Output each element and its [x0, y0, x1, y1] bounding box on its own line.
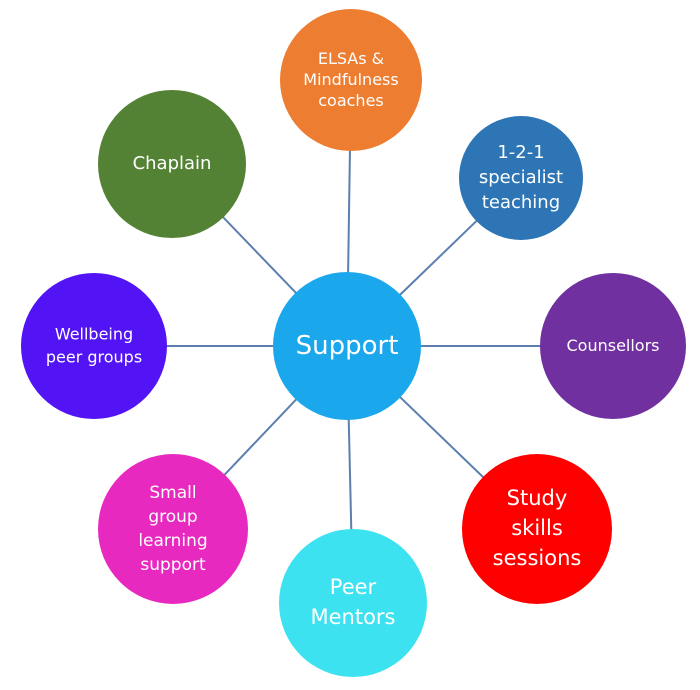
connector-specialist-teaching	[398, 218, 479, 297]
node-label-small-group-line: Small	[149, 483, 196, 503]
node-label-counsellors-line: Counsellors	[566, 336, 659, 355]
connector-study-skills	[398, 395, 486, 480]
node-counsellors: Counsellors	[540, 273, 686, 419]
node-label-elsas: ELSAs & Mindfulness coaches	[303, 49, 398, 110]
node-circle-elsas	[280, 9, 422, 151]
node-label-elsas-line: ELSAs &	[318, 49, 384, 68]
node-label-study-skills-line: skills	[511, 516, 563, 540]
node-label-elsas-line: Mindfulness	[303, 70, 398, 89]
center-circle	[273, 272, 421, 420]
node-label-wellbeing-line: Wellbeing	[55, 324, 133, 343]
node-circle-counsellors	[540, 273, 686, 419]
node-label-counsellors: Counsellors	[566, 336, 659, 355]
node-label-chaplain: Chaplain	[133, 153, 212, 174]
node-label-wellbeing-line: peer groups	[46, 347, 142, 366]
node-circle-chaplain	[98, 90, 246, 238]
node-label-peer-mentors-line: Mentors	[310, 605, 395, 629]
node-elsas: ELSAs & Mindfulness coaches	[280, 9, 422, 151]
node-label-small-group-line: group	[148, 507, 197, 527]
center-node: Support	[273, 272, 421, 420]
connectors	[165, 148, 542, 532]
node-label-specialist-teaching-line: 1-2-1	[497, 142, 544, 163]
connector-elsas	[347, 148, 351, 275]
node-label-study-skills: Study skills sessions	[493, 486, 582, 570]
node-label-study-skills-line: sessions	[493, 546, 582, 570]
node-label-elsas-line: coaches	[318, 91, 384, 110]
center-label-line: Support	[296, 331, 399, 361]
node-label-small-group-line: learning	[138, 531, 207, 551]
node-label-peer-mentors-line: Peer	[330, 575, 377, 599]
connector-small-group	[222, 397, 299, 477]
node-label-wellbeing: Wellbeing peer groups	[46, 324, 142, 366]
center-label: Support	[296, 331, 399, 361]
node-label-small-group-line: support	[140, 555, 206, 575]
node-circle-study-skills	[462, 454, 612, 604]
node-wellbeing: Wellbeing peer groups	[21, 273, 167, 419]
node-chaplain: Chaplain	[98, 90, 246, 238]
node-label-specialist-teaching-line: teaching	[482, 192, 560, 213]
node-small-group: Small group learning support	[98, 454, 248, 604]
node-specialist-teaching: 1-2-1 specialist teaching	[459, 116, 583, 240]
node-label-specialist-teaching-line: specialist	[479, 167, 563, 188]
connector-peer-mentors	[347, 417, 353, 532]
node-study-skills: Study skills sessions	[462, 454, 612, 604]
node-label-specialist-teaching: 1-2-1 specialist teaching	[479, 142, 563, 213]
nodes: ELSAs & Mindfulness coaches 1-2-1 specialist…	[21, 9, 686, 677]
node-circle-wellbeing	[21, 273, 167, 419]
connector-chaplain	[221, 215, 298, 295]
node-circle-peer-mentors	[279, 529, 427, 677]
node-label-study-skills-line: Study	[507, 486, 568, 510]
node-circle-specialist-teaching	[459, 116, 583, 240]
node-circle-small-group	[98, 454, 248, 604]
node-label-chaplain-line: Chaplain	[133, 153, 212, 174]
node-label-small-group: Small group learning support	[138, 483, 207, 575]
